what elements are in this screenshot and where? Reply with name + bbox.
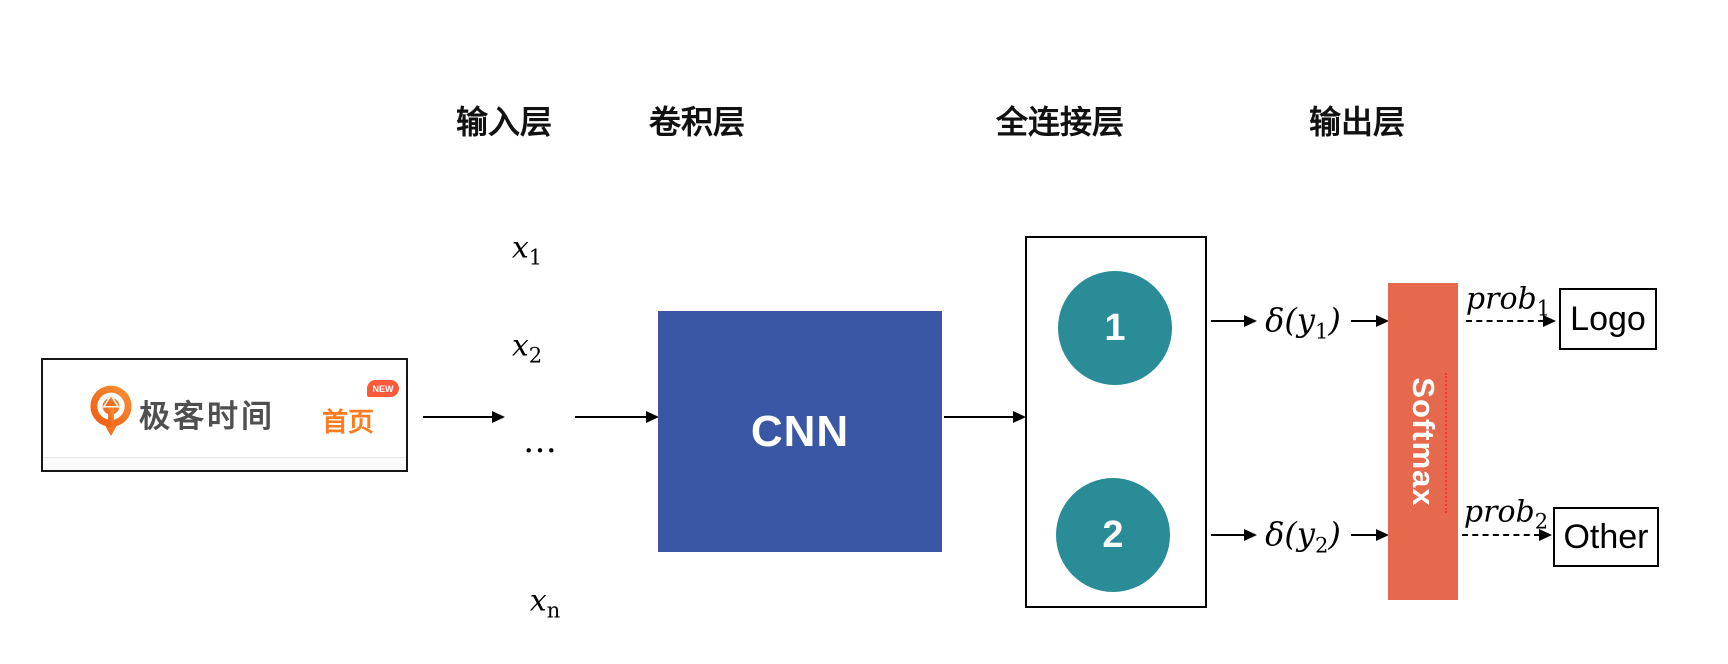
geektime-home-nav: 首页: [322, 407, 375, 437]
arrow-neuron1-to-delta1: [1211, 314, 1257, 327]
cnn-label: CNN: [750, 406, 850, 456]
geektime-brand-text: 极客时间: [139, 399, 275, 434]
arrow-delta1-to-softmax: [1351, 314, 1389, 327]
card-footer-strip: [43, 458, 406, 470]
new-badge: NEW: [367, 380, 399, 397]
softmax-label: Softmax: [1406, 376, 1441, 507]
arrow-prob2-to-other: [1462, 528, 1552, 541]
input-sample-card: 极客时间 首页 NEW: [41, 358, 408, 472]
softmax-dotted-line: [1445, 373, 1447, 513]
input-label-x1: x1: [511, 230, 543, 270]
card-divider: [43, 457, 406, 458]
header-input-layer: 输入层: [455, 104, 553, 140]
output-class-logo: Logo: [1559, 288, 1657, 350]
arrow-card-to-inputs: [423, 410, 505, 423]
fc-neuron-1: 1: [1058, 271, 1172, 385]
arrow-delta2-to-softmax: [1351, 528, 1389, 541]
header-conv-layer: 卷积层: [648, 104, 746, 140]
input-ellipsis: …: [523, 421, 563, 461]
output-class-other: Other: [1553, 507, 1659, 567]
prob1-label: prob1: [1465, 281, 1551, 321]
cnn-block: CNN: [658, 311, 942, 552]
arrow-prob1-to-logo: [1466, 314, 1556, 327]
arrow-inputs-to-cnn: [575, 410, 659, 423]
arrow-cnn-to-fc: [944, 410, 1026, 423]
geektime-logo-icon: [90, 385, 132, 436]
activation-delta-y1: δ(y1): [1265, 301, 1341, 344]
activation-delta-y2: δ(y2): [1265, 515, 1341, 558]
header-output-layer: 输出层: [1308, 104, 1406, 140]
input-label-xn: xn: [529, 583, 561, 623]
softmax-block: Softmax: [1388, 283, 1458, 600]
arrow-neuron2-to-delta2: [1211, 528, 1257, 541]
fc-neuron-2: 2: [1056, 478, 1170, 592]
input-label-x2: x2: [511, 328, 543, 368]
prob2-label: prob2: [1463, 494, 1549, 534]
header-fc-layer: 全连接层: [995, 104, 1125, 140]
